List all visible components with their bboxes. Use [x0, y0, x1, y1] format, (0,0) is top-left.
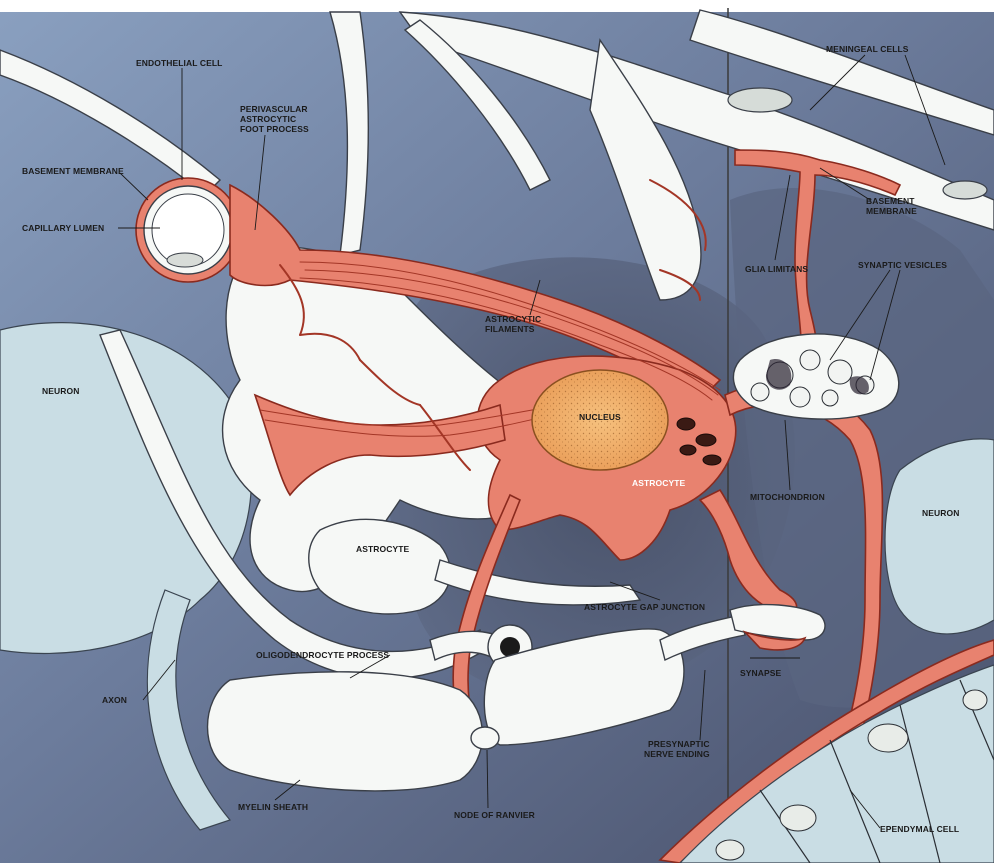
label-synaptic-vesicles: SYNAPTIC VESICLES	[858, 260, 947, 270]
node-of-ranvier	[471, 727, 499, 749]
ependymal-nucleus-1	[780, 805, 816, 831]
label-myelin-sheath: MYELIN SHEATH	[238, 802, 308, 812]
myelin-sheath-left	[208, 672, 483, 791]
label-neuron-left: NEURON	[42, 386, 79, 396]
label-oligodendrocyte-process: OLIGODENDROCYTE PROCESS	[256, 650, 389, 660]
label-astrocyte-gap-junction: ASTROCYTE GAP JUNCTION	[584, 602, 705, 612]
label-mitochondrion: MITOCHONDRION	[750, 492, 825, 502]
label-axon: AXON	[102, 695, 127, 705]
synaptic-terminal	[733, 334, 898, 419]
label-ependymal-cell: EPENDYMAL CELL	[880, 824, 959, 834]
endothelial-nucleus	[167, 253, 203, 267]
ependymal-nucleus-3	[716, 840, 744, 860]
label-basement-membrane-left: BASEMENT MEMBRANE	[22, 166, 124, 176]
label-astrocyte-main: ASTROCYTE	[632, 478, 686, 488]
label-nucleus: NUCLEUS	[579, 412, 621, 422]
label-meningeal-cells: MENINGEAL CELLS	[826, 44, 909, 54]
label-perivascular-3: FOOT PROCESS	[240, 124, 309, 134]
label-perivascular-2: ASTROCYTIC	[240, 114, 296, 124]
ependymal-nucleus-4	[963, 690, 987, 710]
top-white-strip	[0, 0, 994, 12]
meningeal-nucleus	[728, 88, 792, 112]
label-capillary-lumen: CAPILLARY LUMEN	[22, 223, 104, 233]
label-neuron-right: NEURON	[922, 508, 959, 518]
label-synapse: SYNAPSE	[740, 668, 782, 678]
ependymal-nucleus-2	[868, 724, 908, 752]
label-presynaptic-1: PRESYNAPTIC	[648, 739, 710, 749]
label-perivascular-1: PERIVASCULAR	[240, 104, 308, 114]
meningeal-nucleus-2	[943, 181, 987, 199]
label-basement-membrane-right-1: BASEMENT	[866, 196, 915, 206]
label-glia-limitans: GLIA LIMITANS	[745, 264, 808, 274]
label-astrocytic-filaments-1: ASTROCYTIC	[485, 314, 541, 324]
label-astrocytic-filaments-2: FILAMENTS	[485, 324, 535, 334]
label-presynaptic-2: NERVE ENDING	[644, 749, 710, 759]
label-endothelial-cell: ENDOTHELIAL CELL	[136, 58, 222, 68]
label-node-of-ranvier: NODE OF RANVIER	[454, 810, 535, 820]
label-basement-membrane-right-2: MEMBRANE	[866, 206, 917, 216]
label-astrocyte-secondary: ASTROCYTE	[356, 544, 410, 554]
